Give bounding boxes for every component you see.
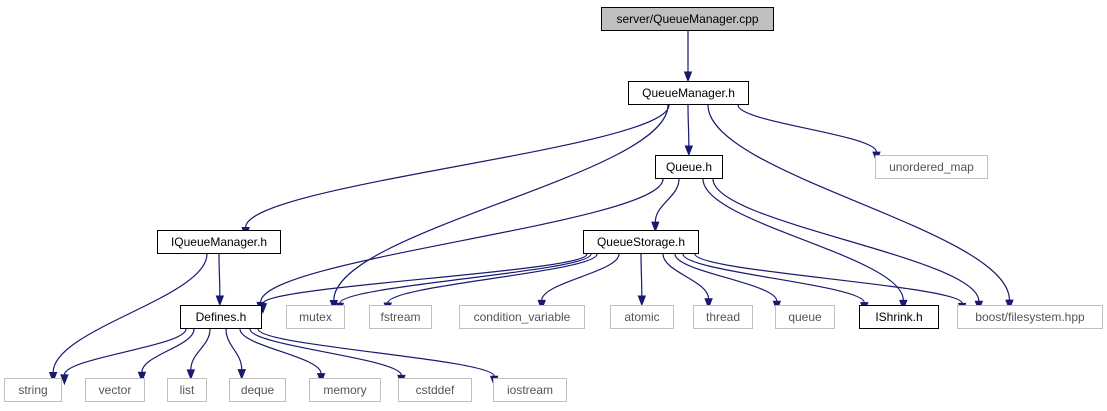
- node-iqueuemanager-h[interactable]: IQueueManager.h: [157, 230, 281, 254]
- edge-queuestorage-h-to-mutex: [339, 253, 592, 304]
- edge-queuestorage-h-to-condition-variable: [541, 253, 620, 301]
- node-list: list: [167, 378, 207, 402]
- edge-queue-h-to-queuestorage-h: [654, 178, 680, 223]
- arrowhead-vector: [137, 371, 147, 383]
- edge-defines-h-to-cstddef: [249, 328, 402, 376]
- node-queuemanager-h[interactable]: QueueManager.h: [628, 81, 749, 105]
- node-mutex: mutex: [286, 305, 345, 329]
- arrowhead-queuestorage-h: [651, 221, 660, 233]
- node-deque: deque: [229, 378, 286, 402]
- node-memory: memory: [309, 378, 381, 402]
- node-boost-filesystem-hpp: boost/filesystem.hpp: [957, 305, 1103, 329]
- node-ishrink-h[interactable]: IShrink.h: [859, 305, 939, 329]
- edge-queuestorage-h-to-thread: [662, 253, 710, 299]
- node-cstddef: cstddef: [398, 378, 472, 402]
- edge-queuemanager-h-to-boost-filesystem: [707, 104, 1011, 301]
- edge-queuemanager-h-to-mutex: [333, 104, 669, 301]
- arrowhead-mutex: [329, 299, 338, 311]
- node-queuemanager-cpp: server/QueueManager.cpp: [601, 7, 774, 31]
- arrowhead-string: [48, 372, 58, 383]
- edge-defines-h-to-memory: [239, 328, 322, 374]
- edge-queue-h-to-defines-h: [260, 178, 664, 303]
- edge-queuemanager-h-to-unordered-map: [737, 104, 878, 153]
- node-iostream: iostream: [493, 378, 567, 402]
- node-unordered-map: unordered_map: [875, 155, 988, 179]
- node-vector: vector: [85, 378, 145, 402]
- edge-defines-h-to-string: [63, 328, 187, 376]
- edge-queuestorage-h-to-boost-filesystem: [694, 253, 963, 304]
- edge-iqueuemanager-h-to-defines-h: [218, 253, 221, 297]
- arrowhead-queue-h: [684, 145, 694, 157]
- edge-iqueuemanager-h-to-string: [52, 253, 208, 373]
- arrowhead-thread: [704, 298, 713, 310]
- node-queue: queue: [775, 305, 835, 329]
- arrowhead-string: [60, 374, 69, 386]
- arrowhead-boost-filesystem: [1005, 299, 1014, 311]
- arrowhead-deque: [237, 369, 246, 380]
- node-thread: thread: [693, 305, 753, 329]
- edge-queuemanager-h-to-queue-h: [687, 104, 690, 147]
- arrowhead-condition-variable: [537, 299, 546, 311]
- node-fstream: fstream: [369, 305, 432, 329]
- edge-queuestorage-h-to-ishrink-h: [682, 253, 865, 303]
- edge-queuestorage-h-to-defines-h: [262, 253, 588, 305]
- edge-queue-h-to-ishrink-h: [702, 178, 904, 301]
- node-queue-h[interactable]: Queue.h: [655, 155, 723, 179]
- edge-queuestorage-h-to-fstream: [387, 253, 598, 304]
- arrowhead-queuemanager-h: [683, 71, 693, 83]
- arrowhead-ishrink-h: [899, 299, 908, 311]
- node-atomic: atomic: [610, 305, 674, 329]
- arrowhead-atomic: [637, 295, 647, 307]
- edge-queuestorage-h-to-atomic: [640, 253, 643, 297]
- edge-defines-h-to-list: [190, 328, 211, 370]
- node-condition-variable: condition_variable: [459, 305, 585, 329]
- node-queuestorage-h[interactable]: QueueStorage.h: [583, 230, 699, 254]
- arrowhead-defines-h: [215, 295, 225, 307]
- edge-defines-h-to-iostream: [257, 328, 495, 377]
- node-defines-h[interactable]: Defines.h: [180, 305, 262, 329]
- node-string: string: [4, 378, 62, 402]
- edge-queuestorage-h-to-queue: [674, 253, 778, 302]
- edge-queue-h-to-boost-filesystem: [712, 178, 980, 302]
- edge-defines-h-to-vector: [141, 328, 195, 373]
- edge-queuemanager-h-to-iqueuemanager-h: [245, 104, 670, 228]
- edge-defines-h-to-deque: [225, 328, 243, 370]
- arrowhead-list: [186, 369, 196, 381]
